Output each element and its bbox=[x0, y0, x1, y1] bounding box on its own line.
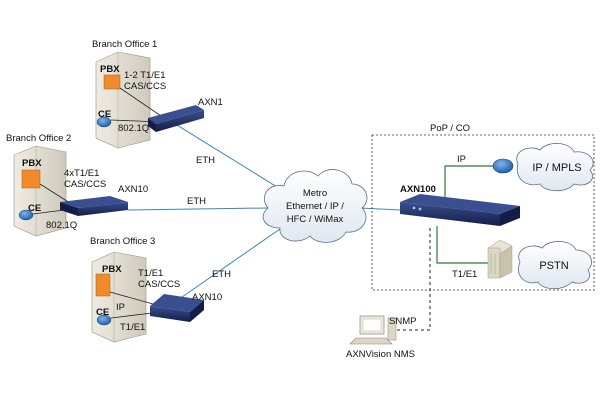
ce-router-2-icon bbox=[18, 209, 34, 221]
pop-co-label: PoP / CO bbox=[430, 123, 470, 134]
ce-3-label: CE bbox=[96, 307, 109, 318]
ce-2-label: CE bbox=[28, 203, 41, 214]
nms-computer-icon bbox=[349, 315, 397, 345]
branch-2-uplink-label: ETH bbox=[187, 196, 206, 207]
pstn-switch-icon bbox=[487, 239, 513, 279]
link-axn100-pstn bbox=[436, 226, 488, 264]
cloud-line-3: HFC / WiMax bbox=[287, 214, 344, 225]
ce-1-label: CE bbox=[98, 109, 111, 120]
pbx-2-label: PBX bbox=[22, 158, 42, 169]
dot1q-2-label: 802.1Q bbox=[46, 220, 77, 231]
branch-3-link-line2: CAS/CCS bbox=[138, 279, 180, 290]
branch-3-extra-t1e1: T1/E1 bbox=[120, 322, 145, 333]
ce-router-1-icon bbox=[96, 116, 112, 128]
link-axn1-cloud bbox=[171, 121, 291, 196]
axn10-branch3-device-icon bbox=[150, 294, 204, 322]
branch-3-link-line1: T1/E1 bbox=[138, 268, 163, 279]
nms-label: AXNVision NMS bbox=[346, 349, 415, 360]
branch-3-title: Branch Office 3 bbox=[90, 236, 155, 247]
ip-router-icon bbox=[492, 158, 514, 174]
branch-office-2: Branch Office 2 PBX 4xT1/E1 CAS/CCS CE 8… bbox=[6, 133, 206, 237]
branch-2-link-line2: CAS/CCS bbox=[64, 179, 106, 190]
metro-cloud: Metro Ethernet / IP / HFC / WiMax bbox=[262, 169, 368, 243]
ip-3-label: IP bbox=[116, 302, 125, 313]
axn10-branch2-device-icon bbox=[60, 196, 128, 216]
axn1-device-icon bbox=[148, 105, 204, 132]
branch-office-3: Branch Office 3 PBX T1/E1 CAS/CCS IP CE … bbox=[90, 236, 231, 343]
pbx-1-icon bbox=[103, 74, 121, 90]
axn100-device-icon bbox=[400, 194, 520, 226]
pbx-2-icon bbox=[21, 169, 41, 189]
axn100-label: AXN100 bbox=[400, 184, 436, 195]
t1e1-pop-label: T1/E1 bbox=[452, 269, 477, 280]
metro-cloud-shape bbox=[262, 169, 368, 243]
branch-2-link-line1: 4xT1/E1 bbox=[64, 168, 99, 179]
pstn-cloud-shape bbox=[518, 241, 592, 290]
link-axn100-ipmpls bbox=[444, 165, 495, 198]
branch-3-uplink-label: ETH bbox=[212, 269, 231, 280]
links bbox=[127, 121, 495, 331]
axn1-label: AXN1 bbox=[198, 97, 223, 108]
dot1q-1-label: 802.1Q bbox=[118, 123, 149, 134]
branch-1-uplink-label: ETH bbox=[196, 155, 215, 166]
axn10-branch3-label: AXN10 bbox=[192, 292, 222, 303]
ip-mpls-cloud: IP / MPLS bbox=[516, 143, 594, 192]
link-axn10-branch3-cloud bbox=[171, 221, 291, 305]
ip-mpls-cloud-shape bbox=[516, 143, 594, 192]
ip-link-label: IP bbox=[457, 154, 466, 165]
branch-2-title: Branch Office 2 bbox=[6, 133, 71, 144]
pbx-3-icon bbox=[95, 273, 111, 297]
ce-router-3-icon bbox=[96, 314, 112, 326]
pop-co-boundary bbox=[371, 134, 595, 291]
pstn-cloud: PSTN bbox=[518, 241, 592, 290]
link-axn10-branch2-cloud bbox=[127, 207, 269, 211]
cloud-line-1: Metro bbox=[303, 188, 327, 199]
snmp-label: SNMP bbox=[389, 316, 416, 327]
branch-1-title: Branch Office 1 bbox=[92, 39, 157, 50]
axn10-branch2-label: AXN10 bbox=[118, 184, 148, 195]
branch-office-1: Branch Office 1 PBX 1-2 T1/E1 CAS/CCS CE… bbox=[92, 39, 223, 166]
link-cloud-axn100 bbox=[359, 207, 401, 211]
ip-mpls-label: IP / MPLS bbox=[532, 162, 581, 174]
cloud-line-2: Ethernet / IP / bbox=[286, 201, 344, 212]
branch-1-link-line2: CAS/CCS bbox=[124, 81, 166, 92]
pbx-3-label: PBX bbox=[102, 264, 122, 275]
pbx-1-label: PBX bbox=[100, 64, 120, 75]
pstn-label: PSTN bbox=[539, 260, 568, 272]
branch-1-link-line1: 1-2 T1/E1 bbox=[124, 70, 166, 81]
